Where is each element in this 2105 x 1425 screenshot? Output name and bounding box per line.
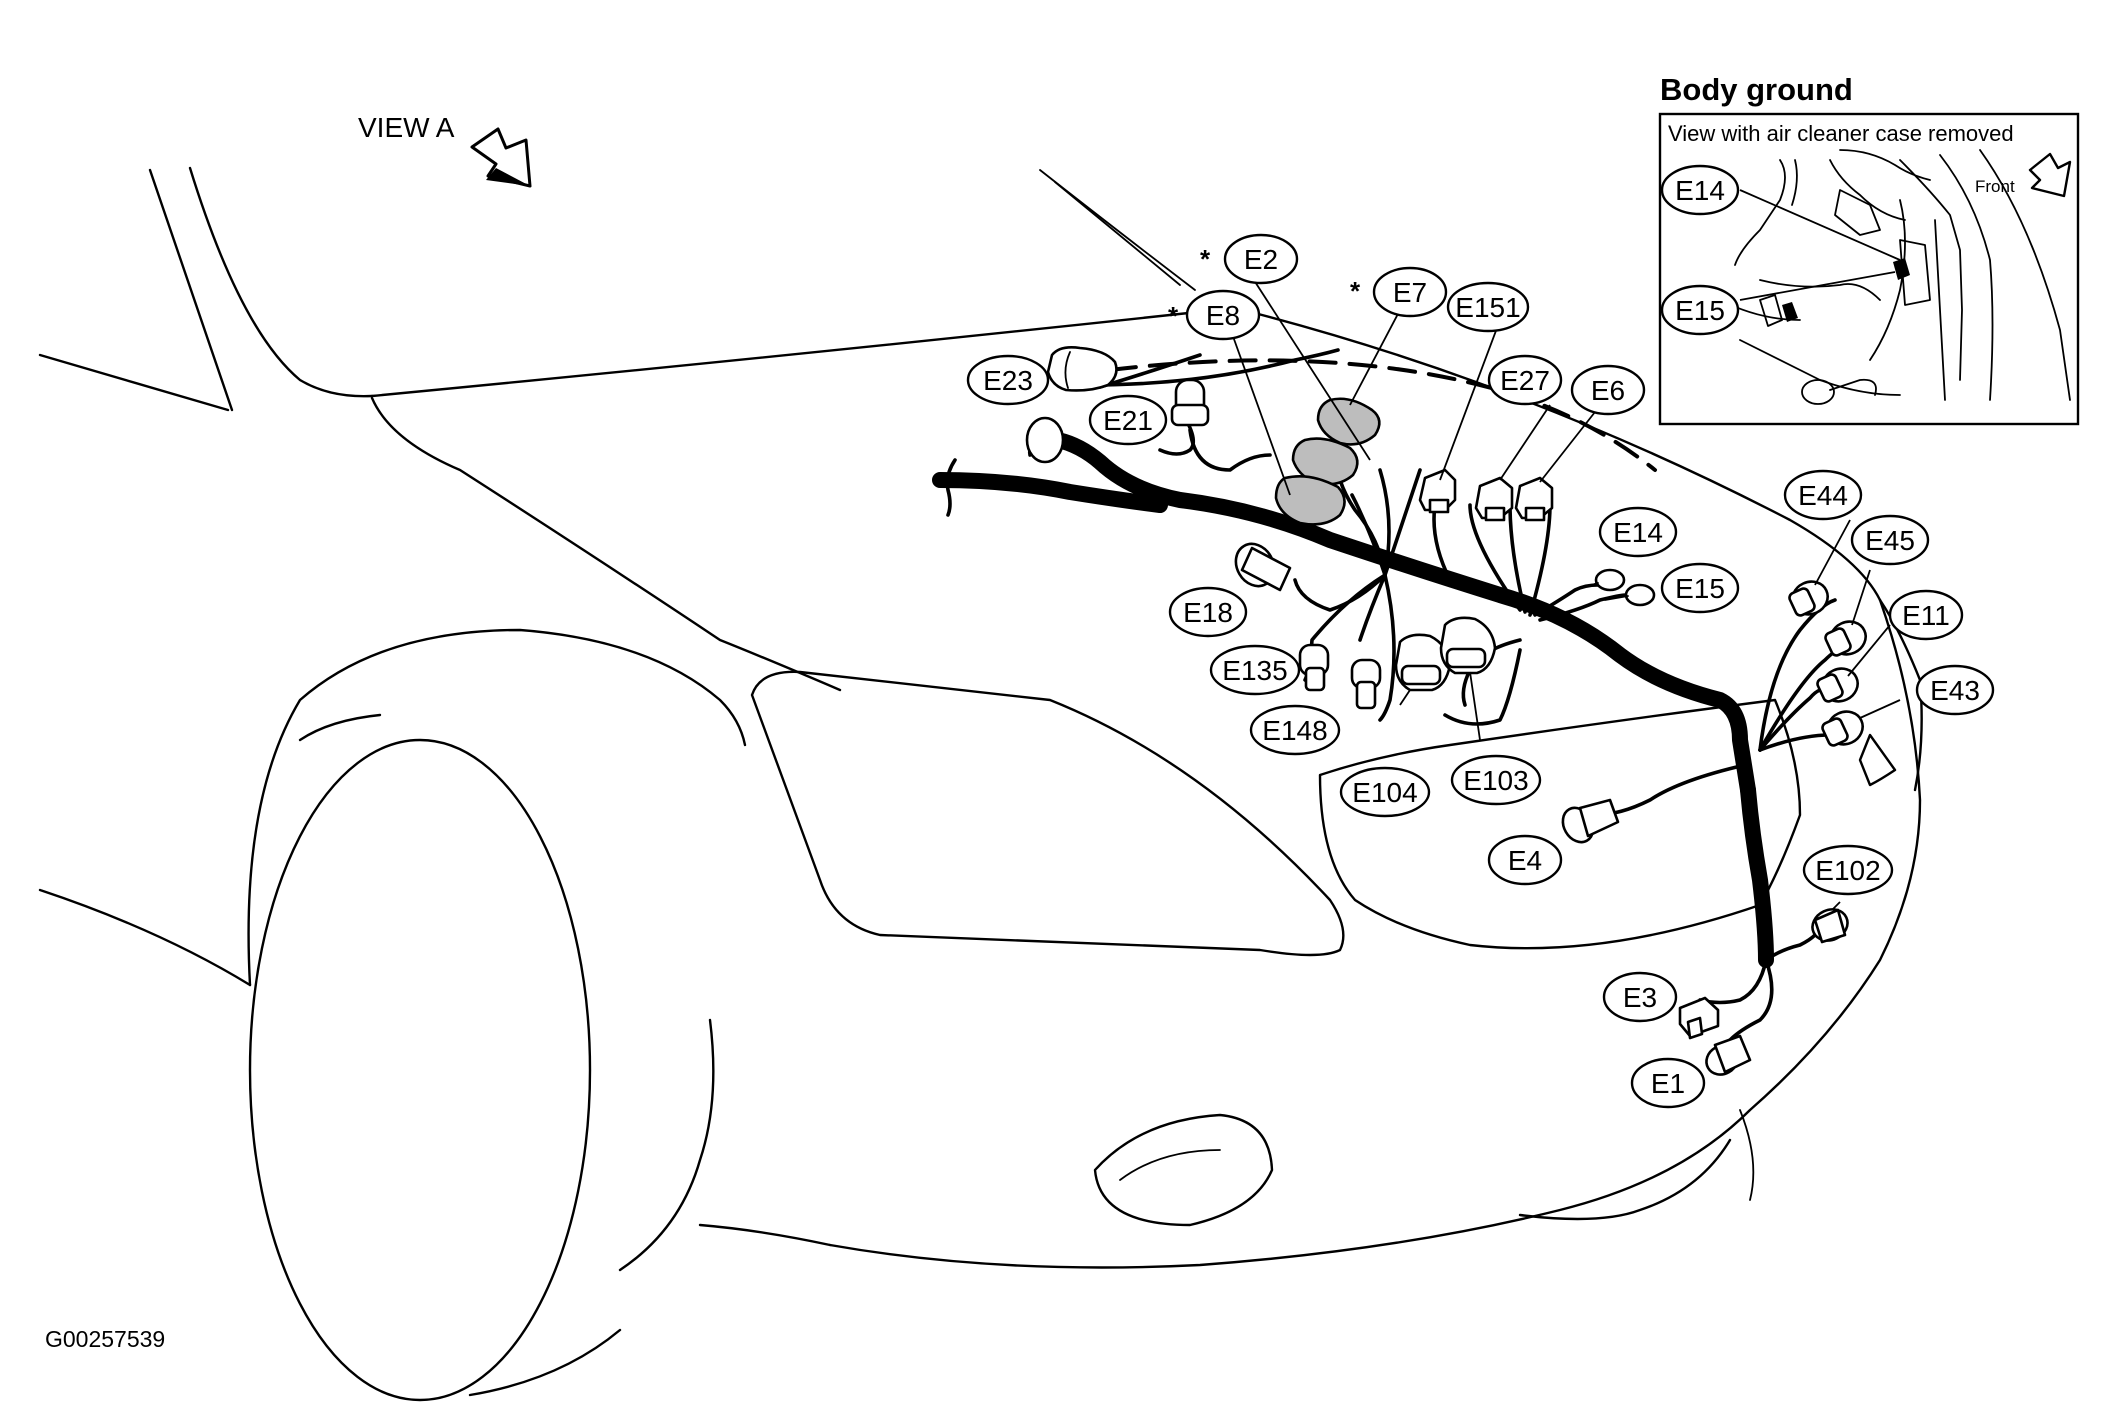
label-E27: E27 bbox=[1500, 365, 1550, 396]
connector-E2-shape bbox=[1291, 437, 1359, 486]
connector-E148-shape bbox=[1350, 658, 1382, 710]
connector-E8-shape bbox=[1274, 475, 1346, 526]
callout-E44: E44 bbox=[1783, 469, 1863, 521]
callout-E6: E6 bbox=[1570, 364, 1646, 416]
inset-title: Body ground bbox=[1660, 72, 1853, 107]
connector-E3-shape bbox=[1678, 996, 1720, 1040]
label-E1: E1 bbox=[1651, 1068, 1685, 1099]
inset-label-E14: E14 bbox=[1675, 175, 1725, 206]
connector-E23-shape bbox=[1046, 346, 1118, 392]
connector-E45-shape bbox=[1824, 620, 1867, 657]
main-harness bbox=[932, 432, 1774, 968]
callout-E3: E3 bbox=[1602, 971, 1678, 1023]
inset-callout-E15: E15 bbox=[1660, 284, 1740, 336]
callout-E11: E11 bbox=[1888, 589, 1964, 641]
callout-E135: E135 bbox=[1209, 644, 1301, 696]
connector-shapes bbox=[1025, 346, 1867, 1076]
label-E18: E18 bbox=[1183, 597, 1233, 628]
callout-E102: E102 bbox=[1802, 844, 1894, 896]
inset-engine-bay-sketch bbox=[1719, 149, 2071, 405]
label-E4: E4 bbox=[1508, 845, 1542, 876]
inset-leader-E15 bbox=[1739, 271, 1896, 301]
inset-label-E15: E15 bbox=[1675, 295, 1725, 326]
callout-E18: E18 bbox=[1168, 586, 1248, 638]
connector-E4-shape bbox=[1561, 798, 1620, 844]
label-E2: E2 bbox=[1244, 244, 1278, 275]
connector-E14-shape bbox=[1574, 568, 1626, 592]
hood-edge-dashed-line bbox=[1108, 358, 1657, 472]
label-E3: E3 bbox=[1623, 982, 1657, 1013]
callout-E1: E1 bbox=[1630, 1057, 1706, 1109]
callout-E14: E14 bbox=[1598, 506, 1678, 558]
callout-E4: E4 bbox=[1487, 834, 1563, 886]
view-a-label: VIEW A bbox=[358, 112, 455, 143]
callout-E103: E103 bbox=[1450, 754, 1542, 806]
star-mark-E2: * bbox=[1200, 244, 1211, 274]
label-E14: E14 bbox=[1613, 517, 1663, 548]
label-E21: E21 bbox=[1103, 405, 1153, 436]
callout-E43: E43 bbox=[1915, 664, 1995, 716]
front-label: Front bbox=[1975, 177, 2015, 196]
label-E102: E102 bbox=[1815, 855, 1880, 886]
connector-E27-shape bbox=[1474, 476, 1514, 522]
connector-E103-shape bbox=[1439, 616, 1497, 675]
star-mark-E8: * bbox=[1168, 301, 1179, 331]
label-E103: E103 bbox=[1463, 765, 1528, 796]
connector-E43-shape bbox=[1821, 710, 1864, 747]
label-E8: E8 bbox=[1206, 300, 1240, 331]
connector-E18-shape bbox=[1234, 542, 1292, 592]
label-E151: E151 bbox=[1455, 292, 1520, 323]
connector-E44-shape bbox=[1788, 580, 1829, 617]
callout-E104: E104 bbox=[1339, 766, 1431, 818]
car-body-outline bbox=[38, 166, 1923, 1402]
label-E7: E7 bbox=[1393, 277, 1427, 308]
connector-E21-shape bbox=[1170, 378, 1210, 427]
figure-id: G00257539 bbox=[45, 1326, 165, 1352]
connector-E135-shape bbox=[1298, 643, 1330, 692]
connector-E151-shape bbox=[1418, 468, 1457, 514]
grommet-shape bbox=[1025, 416, 1065, 464]
label-E104: E104 bbox=[1352, 777, 1417, 808]
callout-E151: E151 bbox=[1446, 281, 1530, 333]
label-E148: E148 bbox=[1262, 715, 1327, 746]
connector-E104-shape bbox=[1394, 633, 1452, 692]
callout-E45: E45 bbox=[1850, 514, 1930, 566]
label-E44: E44 bbox=[1798, 480, 1848, 511]
label-E43: E43 bbox=[1930, 675, 1980, 706]
star-mark-E7: * bbox=[1350, 276, 1361, 306]
label-E45: E45 bbox=[1865, 525, 1915, 556]
connector-E15-shape bbox=[1604, 583, 1656, 607]
inset-frame bbox=[1658, 112, 2080, 426]
callout-E27: E27 bbox=[1487, 354, 1563, 406]
label-E15: E15 bbox=[1675, 573, 1725, 604]
connector-E11-shape bbox=[1816, 667, 1859, 703]
label-E23: E23 bbox=[983, 365, 1033, 396]
connector-E7-shape bbox=[1316, 397, 1381, 446]
inset-leader-E14 bbox=[1739, 189, 1901, 261]
label-E135: E135 bbox=[1222, 655, 1287, 686]
callout-E23: E23 bbox=[966, 354, 1050, 406]
callout-E7: * E7 bbox=[1350, 266, 1448, 318]
view-a-arrow: VIEW A bbox=[358, 112, 532, 188]
inset-callout-E14: E14 bbox=[1660, 164, 1740, 216]
front-arrow-icon bbox=[2028, 152, 2072, 198]
connector-E102-shape bbox=[1811, 908, 1849, 944]
connector-E1-shape bbox=[1705, 1034, 1752, 1076]
callout-E8: * E8 bbox=[1168, 289, 1261, 341]
callout-E21: E21 bbox=[1088, 394, 1168, 446]
connector-E6-shape bbox=[1514, 476, 1554, 522]
body-ground-inset: Body ground View with air cleaner case r… bbox=[1658, 72, 2080, 426]
callout-E15: E15 bbox=[1660, 562, 1740, 614]
callout-E148: E148 bbox=[1249, 704, 1341, 756]
callout-E2: * E2 bbox=[1200, 233, 1299, 285]
callout-leaders bbox=[1229, 273, 1901, 911]
callouts: * E2 * E7 * E8 E151 E23 E27 E6 bbox=[966, 233, 1995, 1109]
label-E11: E11 bbox=[1902, 600, 1950, 631]
label-E6: E6 bbox=[1591, 375, 1625, 406]
inset-subtitle: View with air cleaner case removed bbox=[1668, 121, 2014, 146]
